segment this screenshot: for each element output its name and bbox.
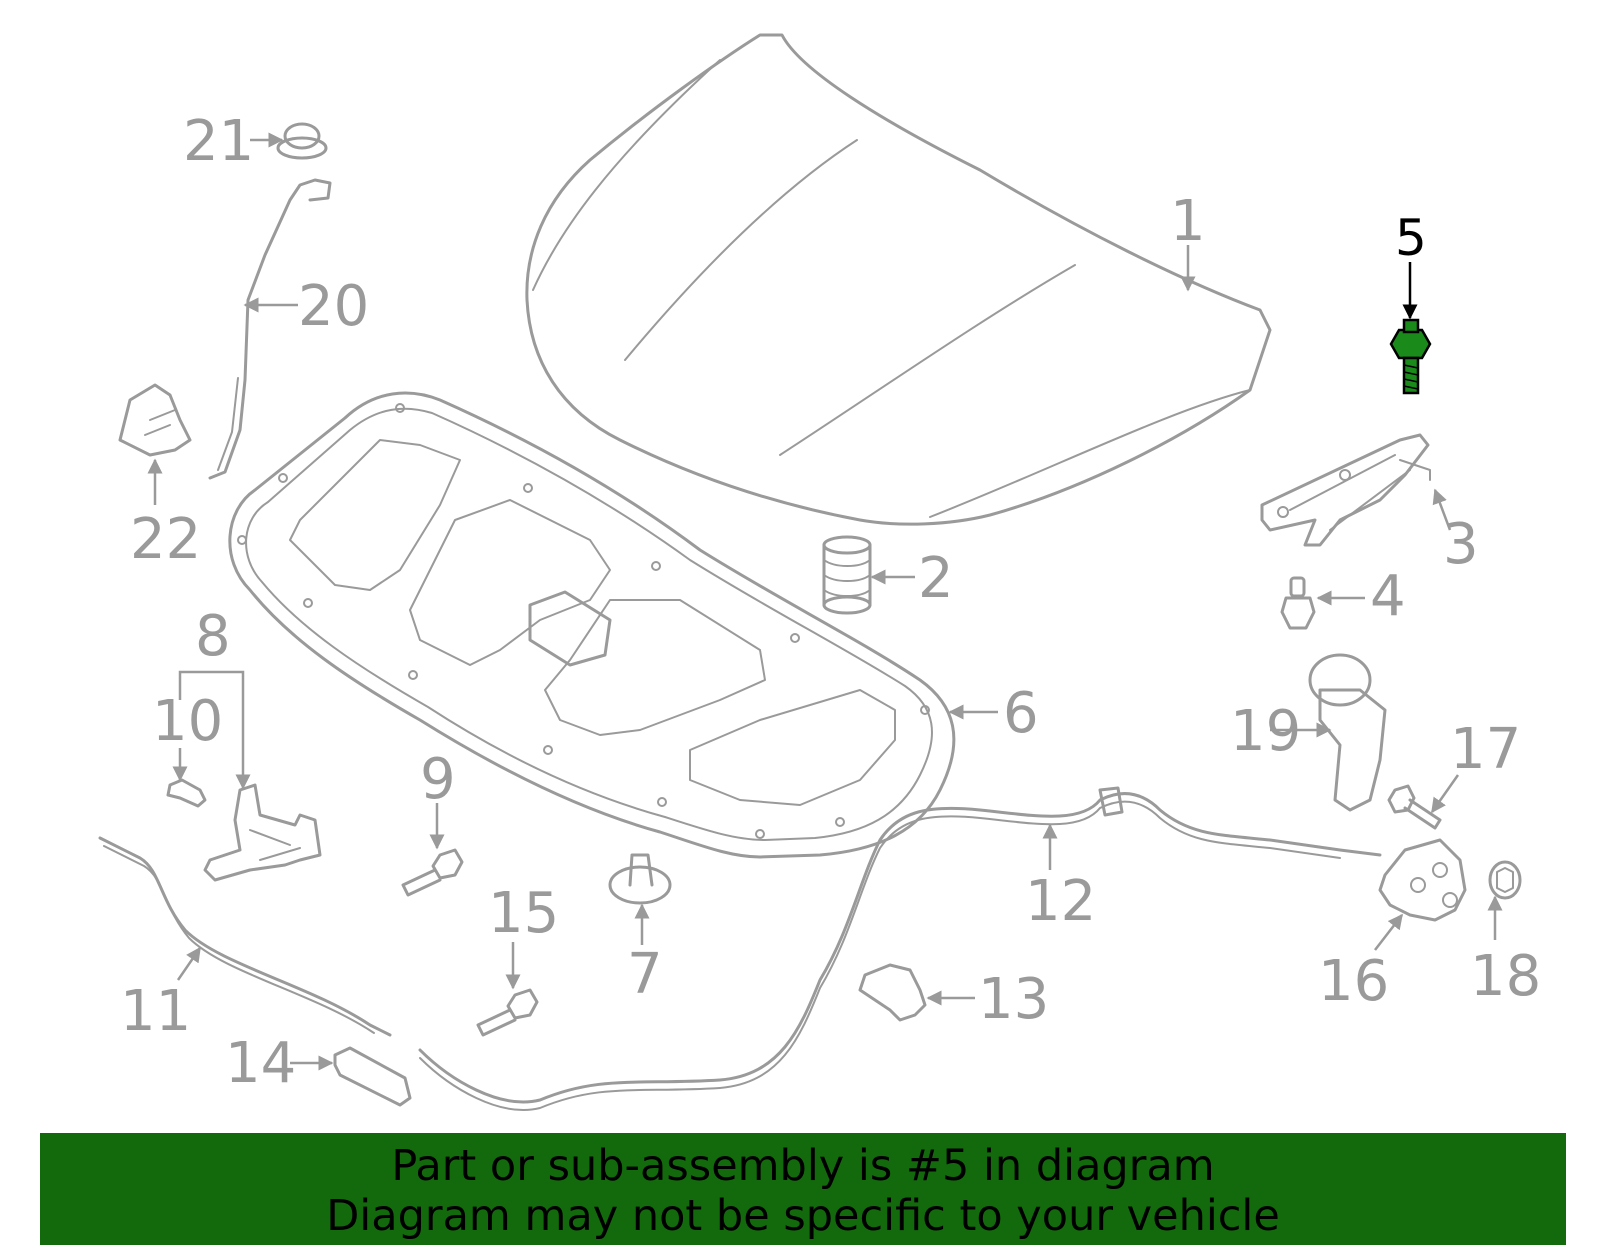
callout-5-highlighted: 5 [1395, 209, 1427, 267]
grommet-21 [276, 122, 328, 160]
bracket-13 [858, 963, 927, 1022]
hood-panel [525, 33, 1272, 526]
callout-18: 18 [1470, 944, 1541, 1009]
leader-lines [147, 132, 1503, 1071]
callout-21: 21 [183, 109, 254, 174]
callout-14: 14 [225, 1031, 296, 1096]
release-cable-11 [98, 836, 392, 1037]
prop-rod [208, 178, 332, 480]
stud [1280, 576, 1316, 630]
hood-inner-panel [228, 391, 956, 859]
banner-line-disclaimer: Diagram may not be specific to your vehi… [326, 1191, 1280, 1241]
callout-8: 8 [195, 604, 231, 669]
hood-bumper [822, 535, 872, 615]
callout-22: 22 [130, 507, 201, 572]
callout-1: 1 [1170, 189, 1206, 254]
callout-2: 2 [918, 546, 954, 611]
latch-16 [1378, 838, 1467, 922]
callout-17: 17 [1450, 717, 1521, 782]
hood-latch [203, 783, 322, 882]
callout-20: 20 [298, 274, 369, 339]
info-banner: Part or sub-assembly is #5 in diagram Di… [40, 1133, 1566, 1245]
release-handle [333, 1046, 412, 1107]
bolt-17 [1387, 784, 1442, 830]
callout-19: 19 [1230, 699, 1301, 764]
release-cable-12 [418, 786, 1382, 1111]
hood-bolt-highlighted [1389, 318, 1432, 395]
clip-10 [166, 778, 207, 808]
prop-rod-holder [1308, 653, 1387, 812]
callout-7: 7 [627, 942, 663, 1007]
callout-15: 15 [488, 881, 559, 946]
callout-11: 11 [120, 979, 191, 1044]
prop-rod-retainer [118, 383, 192, 457]
callout-10: 10 [152, 689, 223, 754]
callout-3: 3 [1443, 512, 1479, 577]
nut-18 [1488, 860, 1522, 900]
bolt-15 [476, 988, 539, 1037]
hood-hinge [1260, 433, 1431, 547]
bolt-9 [401, 848, 464, 897]
callout-6: 6 [1003, 681, 1039, 746]
callout-12: 12 [1025, 869, 1096, 934]
callout-9: 9 [420, 747, 456, 812]
callout-4: 4 [1370, 564, 1406, 629]
callout-16: 16 [1318, 949, 1389, 1014]
banner-line-part-number: Part or sub-assembly is #5 in diagram [391, 1141, 1215, 1191]
callout-labels: 1 2 3 4 5 6 7 8 9 10 11 12 13 14 15 16 1… [120, 109, 1541, 1096]
push-clip [608, 853, 672, 905]
callout-13: 13 [978, 967, 1049, 1032]
